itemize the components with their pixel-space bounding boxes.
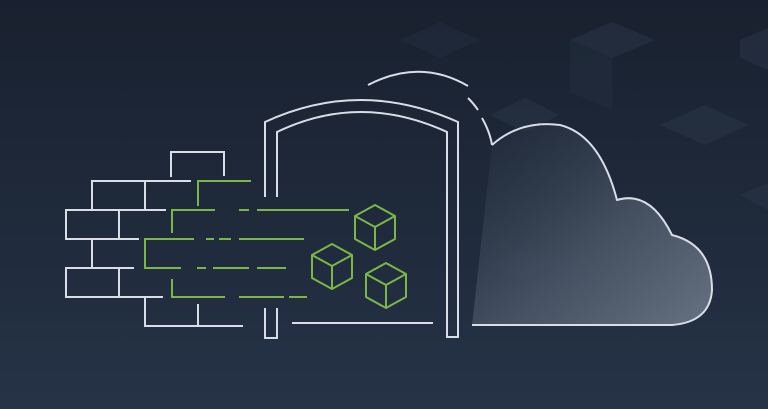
data-cube-1-icon <box>354 204 396 251</box>
data-cube-3-icon <box>365 262 407 309</box>
cloud-icon <box>467 97 713 326</box>
brick-wall <box>65 151 243 327</box>
arched-gateway <box>264 70 469 339</box>
background-cubes <box>400 22 768 280</box>
data-flow-lines <box>144 180 349 298</box>
data-cube-2-icon <box>311 243 353 290</box>
